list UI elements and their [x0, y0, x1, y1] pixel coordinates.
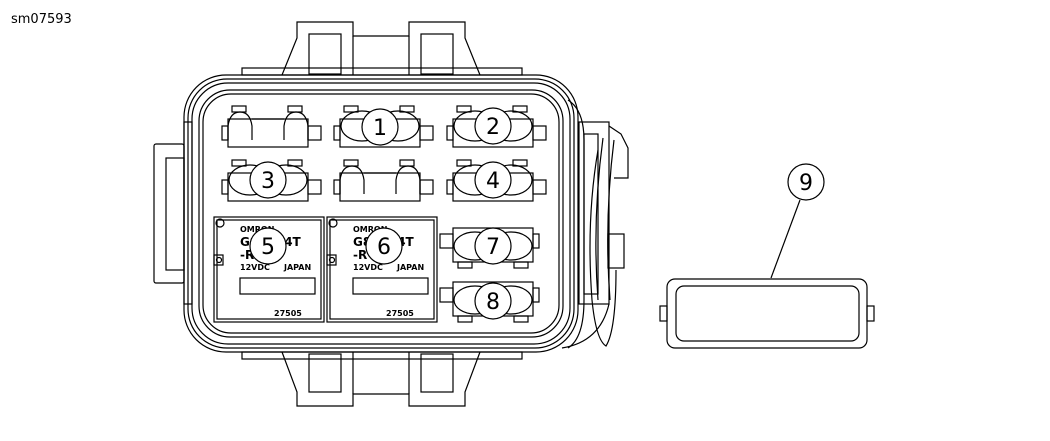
callout-4-label: 4 [486, 169, 500, 194]
cover [659, 199, 875, 349]
main-housing [183, 74, 579, 353]
callout-8: 8 [474, 282, 512, 320]
callout-9: 9 [787, 163, 825, 201]
callout-5-label: 5 [261, 235, 275, 260]
callout-3: 3 [249, 161, 287, 199]
callout-2: 2 [474, 107, 512, 145]
callout-5: 5 [249, 227, 287, 265]
relay-6-brand: OMRON [353, 225, 387, 234]
figure-id: sm07593 [11, 12, 72, 27]
callout-9-label: 9 [799, 171, 813, 196]
relay-5-part-number: 27505 [274, 309, 302, 318]
callout-1-label: 1 [373, 116, 387, 141]
relay-6-origin: JAPAN [396, 263, 424, 272]
callout-6-label: 6 [377, 235, 391, 260]
right-side-body [561, 99, 629, 349]
relay-6-voltage: 12VDC [353, 263, 383, 272]
callout-7-label: 7 [486, 235, 500, 260]
callout-8-label: 8 [486, 290, 500, 315]
fuse-cavity-empty-top-left [221, 105, 322, 148]
callout-1: 1 [361, 108, 399, 146]
left-latch [153, 121, 193, 305]
relay-5-origin: JAPAN [283, 263, 311, 272]
callout-7: 7 [474, 227, 512, 265]
top-mounting-tabs [241, 21, 523, 76]
callout-3-label: 3 [261, 169, 275, 194]
relay-5-voltage: 12VDC [240, 263, 270, 272]
relay-6-part-number: 27505 [386, 309, 414, 318]
fuse-cavity-empty-center [333, 159, 434, 202]
callout-6: 6 [365, 227, 403, 265]
callout-4: 4 [474, 161, 512, 199]
relay-5-brand: OMRON [240, 225, 274, 234]
bottom-mounting-tabs [241, 351, 523, 407]
callout-2-label: 2 [486, 115, 500, 140]
relay-6-suffix: -R [353, 248, 367, 262]
